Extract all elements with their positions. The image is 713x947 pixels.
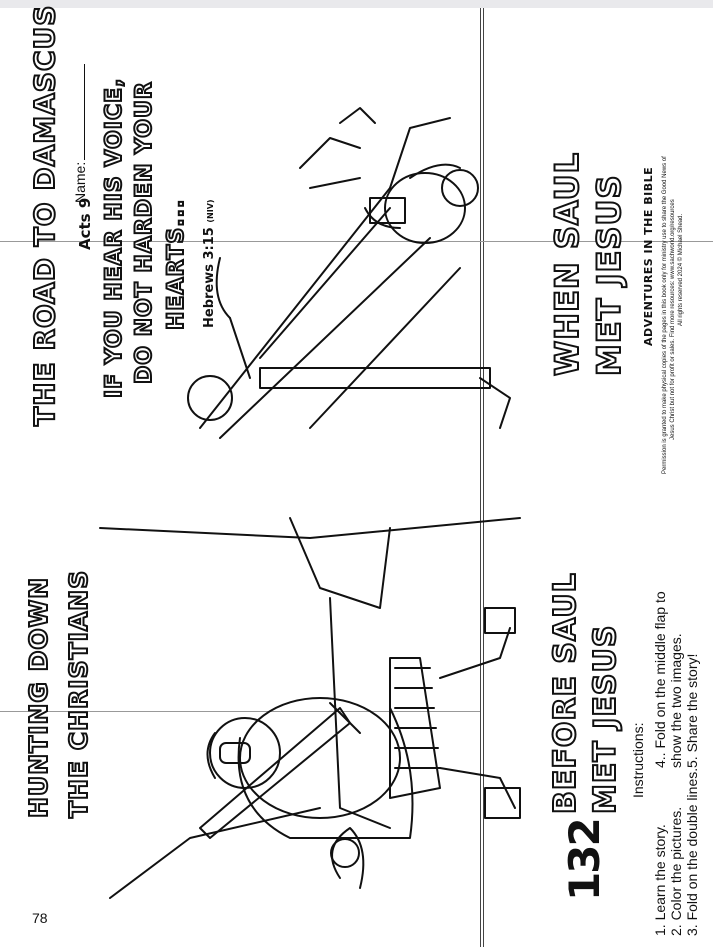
instruction-item: 1. Learn the story. — [652, 824, 668, 936]
name-label: Name: — [72, 161, 88, 203]
instruction-item: 2. Color the pictures. — [668, 806, 684, 936]
road-to-damascus-illustration — [187, 107, 511, 439]
left-title-line1: HUNTING DOWN — [23, 576, 54, 819]
left-subtitle-line2: MET JESUS — [587, 624, 624, 815]
center-fold-line — [0, 241, 713, 242]
fold-line — [483, 8, 484, 947]
story-title-line1: WHEN SAUL — [547, 151, 587, 377]
instruction-item: 4.. Fold on the middle flap to — [652, 591, 668, 768]
page-series-number: 132 — [560, 819, 609, 901]
left-title-line2: THE CHRISTIANS — [63, 569, 94, 819]
verse-line1: IF YOU HEAR HIS VOICE, — [101, 77, 128, 399]
name-field[interactable] — [84, 64, 85, 160]
saul-soldier-illustration — [99, 517, 521, 899]
series-name: ADVENTURES IN THE BIBLE — [642, 166, 655, 346]
permission-line3: All rights reserved 2024 © Michael Shead… — [678, 213, 684, 326]
permission-line2: Jesus Christ but not for profit or sales… — [670, 199, 676, 440]
fold-line — [480, 8, 481, 947]
page-number: 78 — [32, 910, 48, 926]
story-title-line2: MET JESUS — [589, 173, 629, 377]
left-subtitle-line1: BEFORE SAUL — [547, 571, 584, 815]
instruction-item: 3. Fold on the double lines. — [684, 767, 700, 936]
instruction-item: 5. Share the story! — [684, 653, 700, 768]
scripture-reference: Acts 9 — [76, 197, 94, 250]
right-title: THE ROAD TO DAMASCUS — [27, 4, 62, 427]
coloring-page: HUNTING DOWN THE CHRISTIANS BEFORE SAUL … — [0, 4, 713, 947]
verse-line2: DO NOT HARDEN YOUR — [131, 80, 158, 385]
permission-line1: Permission is granted to make physical c… — [662, 156, 668, 474]
instructions-label: Instructions: — [630, 722, 646, 798]
center-fold-line — [0, 711, 480, 712]
instruction-item: show the two images. — [668, 633, 684, 768]
